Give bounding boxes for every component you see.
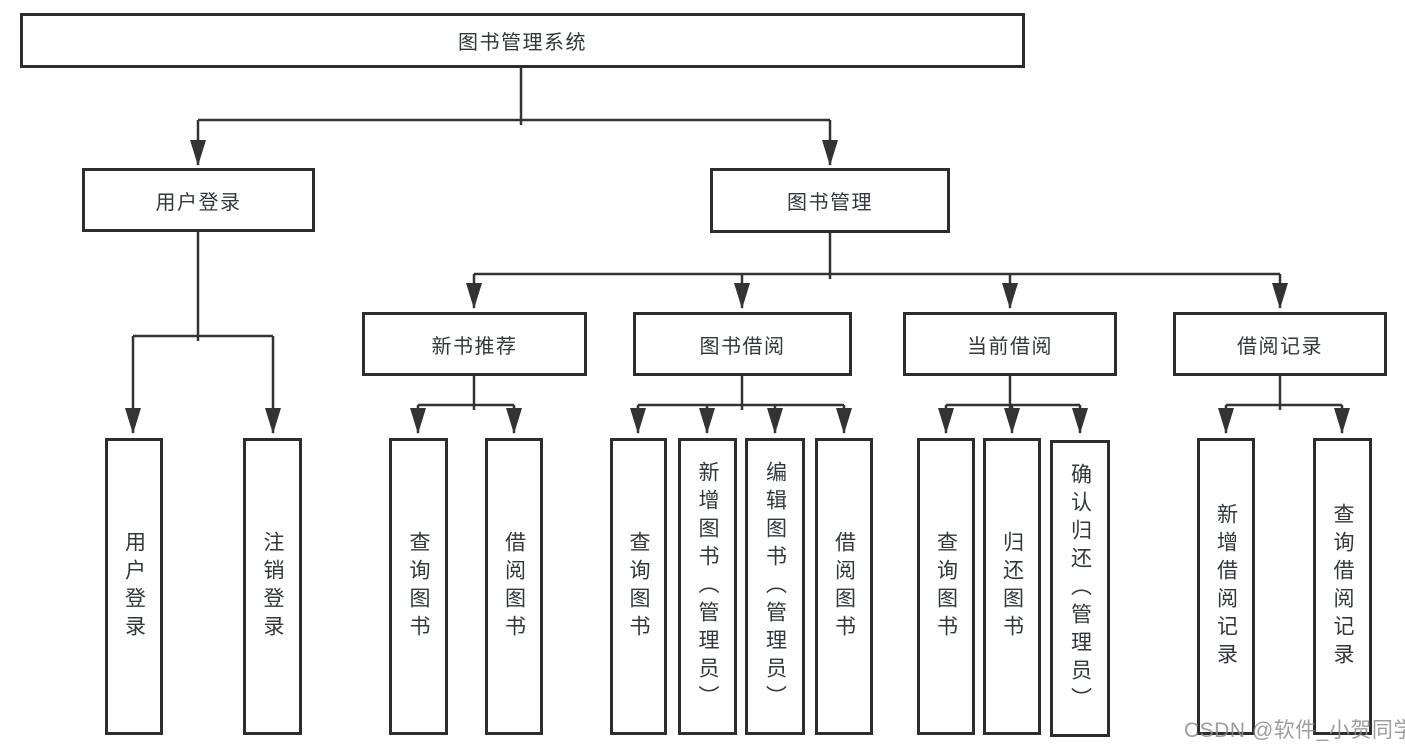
node-label: 查询图书 xyxy=(627,530,650,643)
node-label: 借阅图书 xyxy=(502,530,526,643)
csdn-watermark: CSDN @软件_小贺同学 xyxy=(1184,719,1405,742)
leaf-edit-book-admin: 编辑图书（管理员） xyxy=(745,438,805,735)
node-root: 图书管理系统 xyxy=(20,13,1025,68)
leaf-logout: 注销登录 xyxy=(243,438,302,735)
node-label: 图书管理 xyxy=(787,192,873,214)
node-current-borrow: 当前借阅 xyxy=(903,312,1117,376)
node-label: 图书管理系统 xyxy=(458,32,587,54)
node-user-login: 用户登录 xyxy=(82,168,315,232)
node-label: 新增借阅记录 xyxy=(1214,502,1238,671)
node-label: 借阅记录 xyxy=(1237,335,1323,358)
node-label: 用户登录 xyxy=(122,530,146,643)
leaf-borrow-books-2: 借阅图书 xyxy=(815,438,873,735)
node-label: 查询图书 xyxy=(407,530,430,643)
node-label: 编辑图书（管理员） xyxy=(763,460,787,713)
node-label: 确认归还（管理员） xyxy=(1068,462,1092,715)
leaf-user-login: 用户登录 xyxy=(105,438,163,735)
node-book-borrow: 图书借阅 xyxy=(633,312,852,376)
node-borrow-records: 借阅记录 xyxy=(1173,312,1387,376)
node-label: 借阅图书 xyxy=(832,530,856,643)
node-label: 当前借阅 xyxy=(967,335,1053,358)
node-label: 注销登录 xyxy=(261,530,284,643)
node-label: 查询借阅记录 xyxy=(1331,502,1354,671)
node-label: 用户登录 xyxy=(155,191,242,214)
leaf-return-book: 归还图书 xyxy=(983,438,1041,735)
leaf-add-borrow-record: 新增借阅记录 xyxy=(1197,438,1255,735)
leaf-borrow-books-1: 借阅图书 xyxy=(485,438,543,735)
node-label: 新书推荐 xyxy=(431,335,518,358)
leaf-query-borrow-record: 查询借阅记录 xyxy=(1313,438,1372,735)
node-book-management: 图书管理 xyxy=(710,168,950,233)
node-label: 图书借阅 xyxy=(699,335,786,358)
leaf-query-books-1: 查询图书 xyxy=(389,438,448,735)
leaf-add-book-admin: 新增图书（管理员） xyxy=(678,438,737,735)
node-label: 归还图书 xyxy=(1000,530,1024,643)
leaf-query-books-2: 查询图书 xyxy=(610,438,667,735)
leaf-confirm-return-admin: 确认归还（管理员） xyxy=(1050,440,1110,737)
node-label: 查询图书 xyxy=(934,530,958,643)
node-label: 新增图书（管理员） xyxy=(696,460,719,713)
node-new-book-recommend: 新书推荐 xyxy=(362,312,587,376)
leaf-query-books-3: 查询图书 xyxy=(917,438,975,735)
